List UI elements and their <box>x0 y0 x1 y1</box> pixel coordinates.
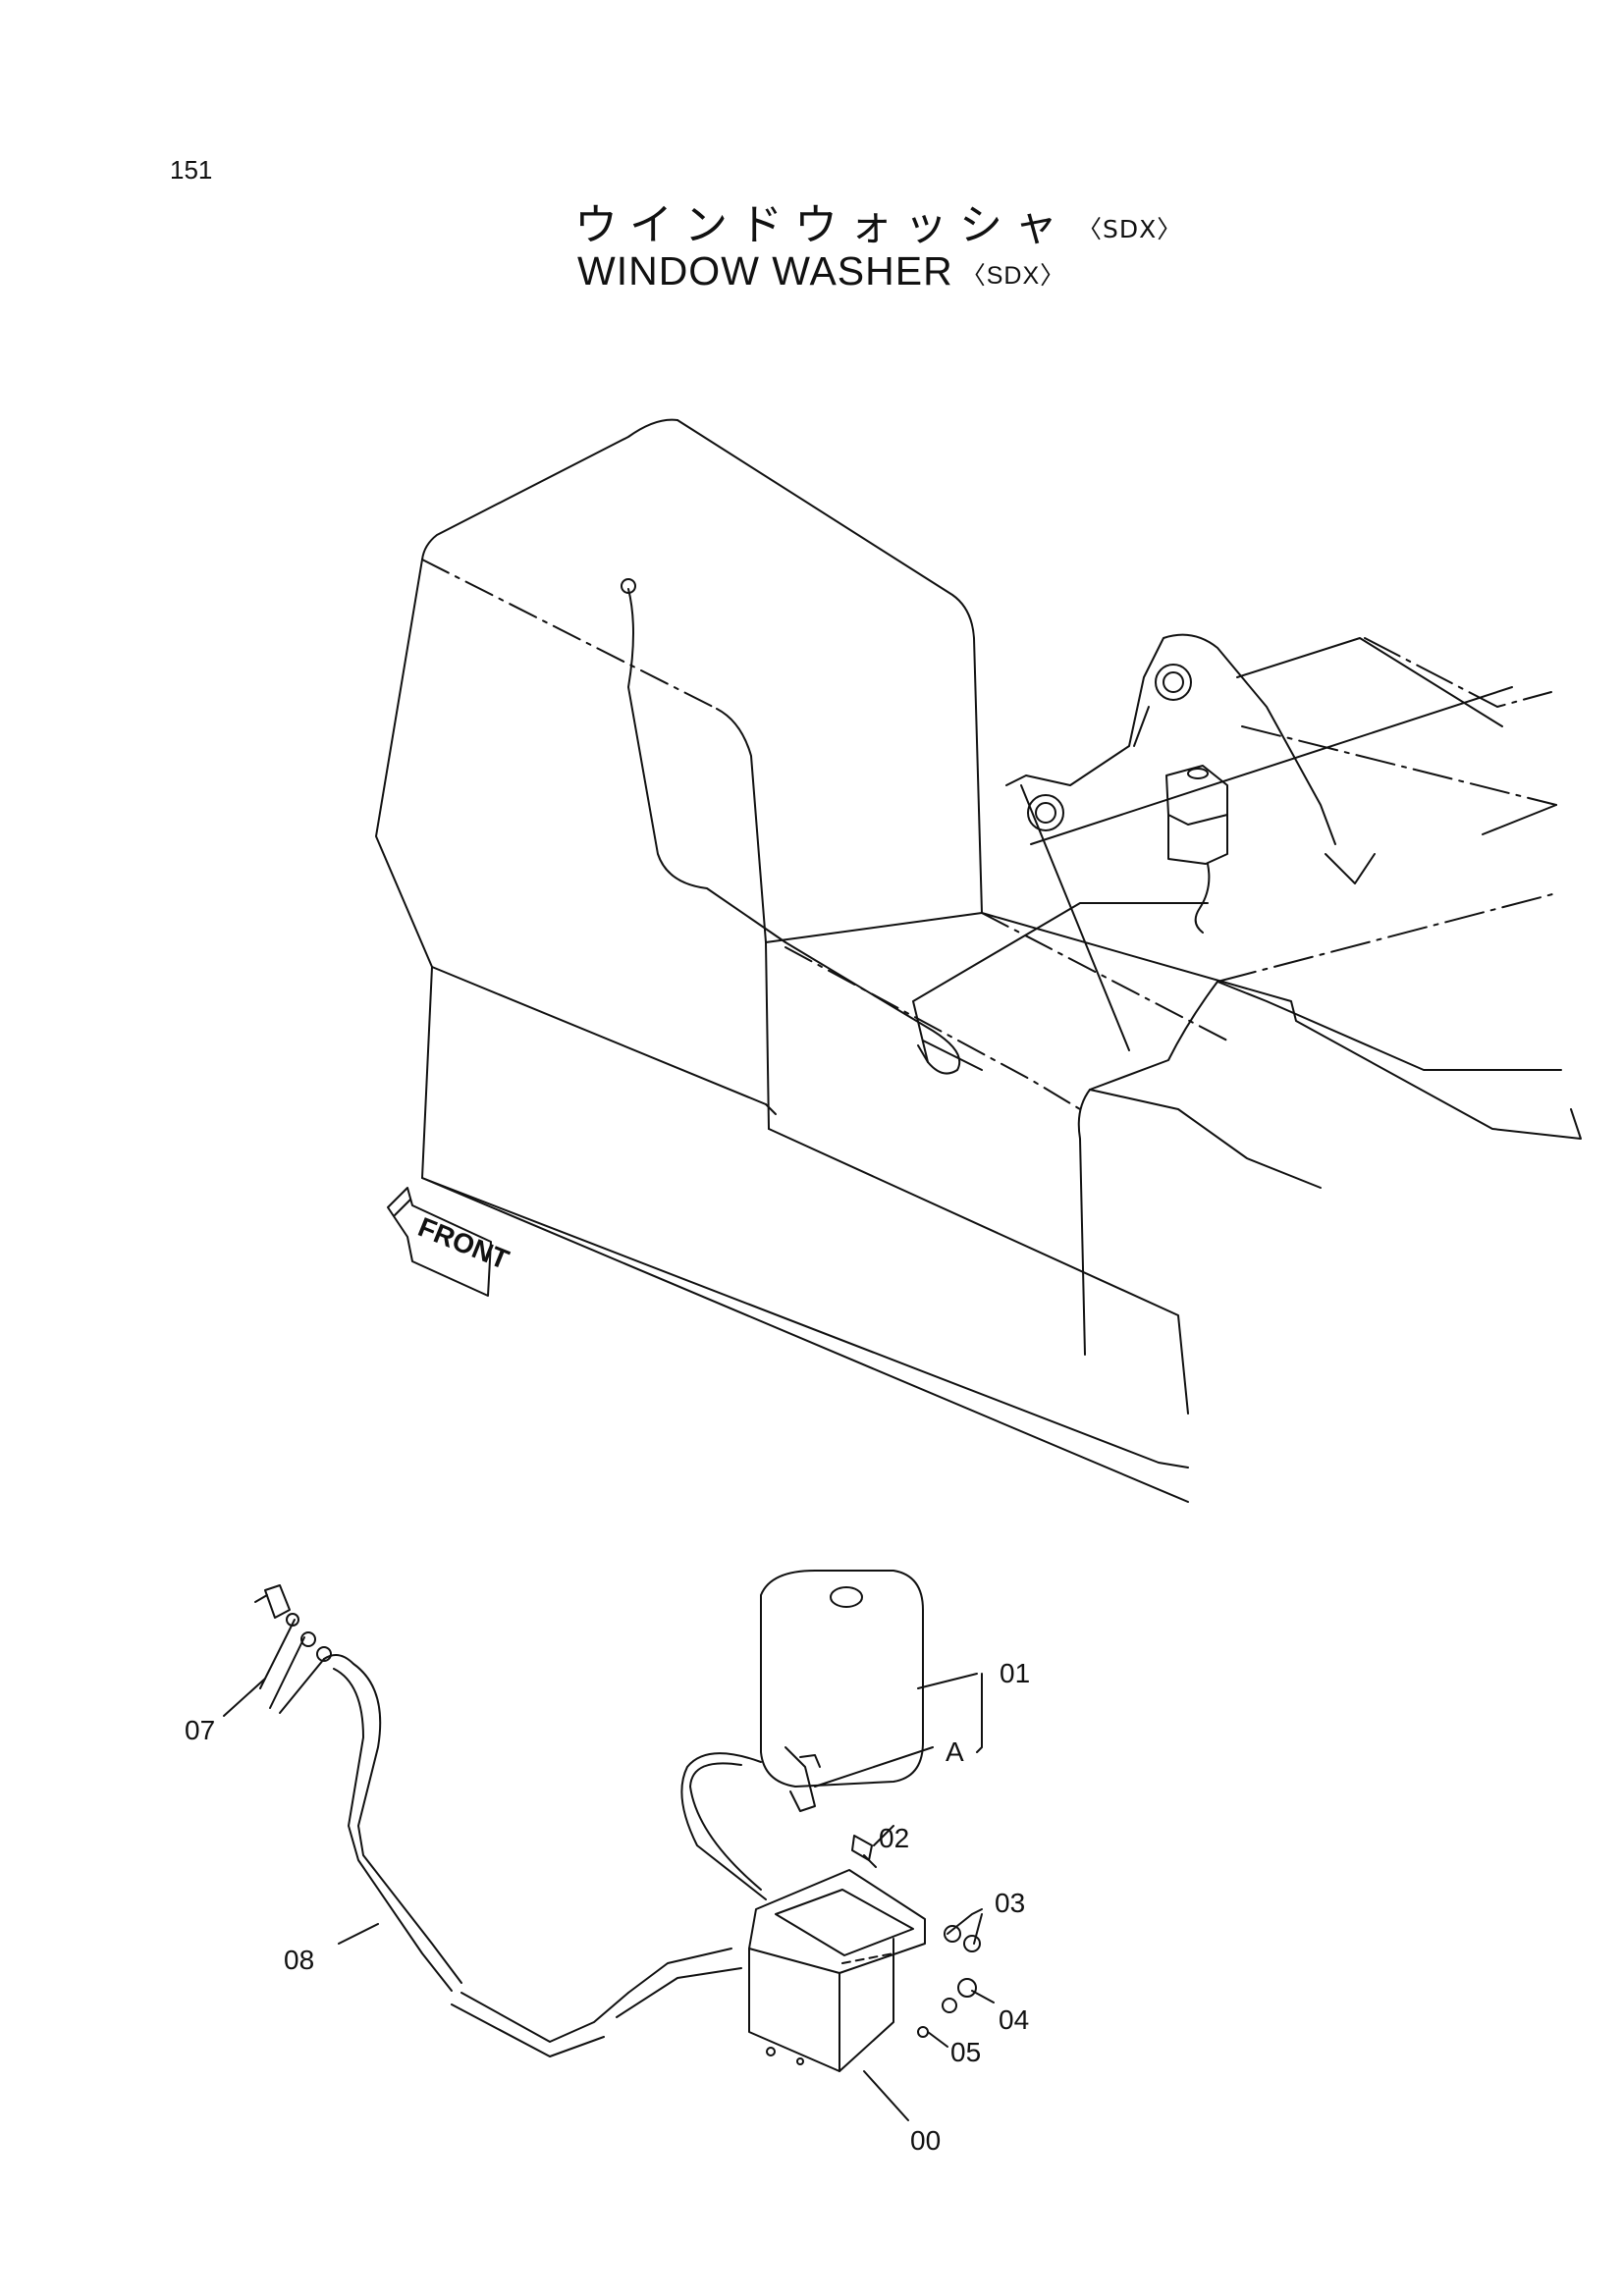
title-japanese-text: ウインドウォッシャ <box>574 200 1069 250</box>
callout-07: 07 <box>185 1715 215 1745</box>
callout-05: 05 <box>950 2037 981 2067</box>
callout-a: A <box>946 1736 964 1767</box>
callout-02: 02 <box>879 1823 909 1853</box>
machine-body <box>375 418 1582 1503</box>
callout-08: 08 <box>284 1945 314 1975</box>
title-variant-en: 〈SDX〉 <box>960 262 1066 291</box>
title-variant-jp: 〈SDX〉 <box>1077 215 1183 243</box>
title-japanese: ウインドウォッシャ〈SDX〉 <box>574 189 1182 252</box>
callout-03: 03 <box>995 1888 1025 1918</box>
front-label: FRONT <box>414 1211 514 1275</box>
callout-04: 04 <box>999 2004 1029 2035</box>
title-english: WINDOW WASHER〈SDX〉 <box>577 248 1065 294</box>
title-english-text: WINDOW WASHER <box>577 248 953 294</box>
page-number: 151 <box>170 155 213 185</box>
front-arrow <box>387 1187 492 1297</box>
callout-01: 01 <box>1000 1658 1030 1688</box>
callout-00: 00 <box>910 2125 941 2156</box>
washer-components <box>223 1570 995 2121</box>
